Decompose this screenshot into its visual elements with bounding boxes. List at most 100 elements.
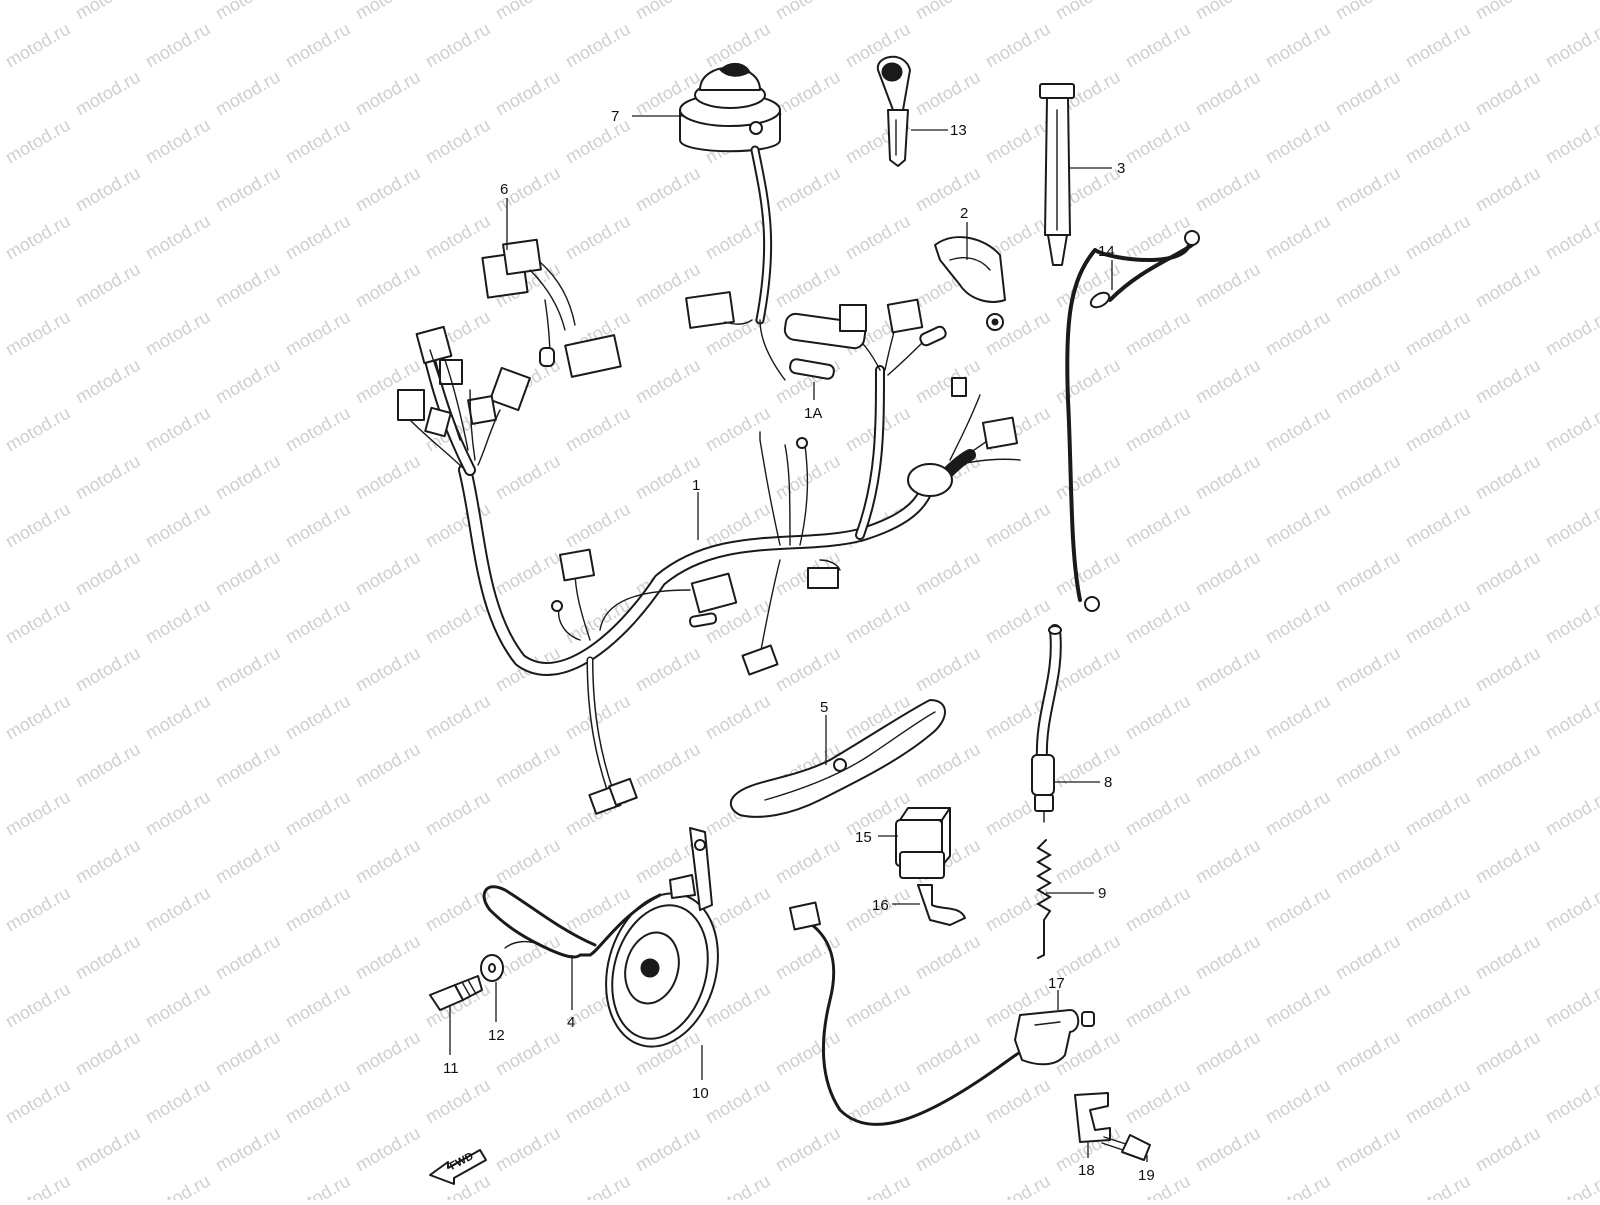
watermark-text: motod.ru [562, 1075, 634, 1128]
watermark-text: motod.ru [1402, 307, 1474, 360]
watermark-text: motod.ru [1192, 835, 1264, 888]
watermark-text: motod.ru [912, 0, 984, 23]
watermark-text: motod.ru [2, 1171, 74, 1200]
watermark-text: motod.ru [1472, 1027, 1544, 1080]
watermark-text: motod.ru [1472, 547, 1544, 600]
watermark-text: motod.ru [1262, 115, 1334, 168]
watermark-text: motod.ru [2, 403, 74, 456]
watermark-text: motod.ru [0, 259, 4, 312]
watermark-text: motod.ru [1332, 67, 1404, 120]
watermark-text: motod.ru [0, 1027, 4, 1080]
watermark-text: motod.ru [352, 163, 424, 216]
watermark-text: motod.ru [1472, 835, 1544, 888]
watermark-text: motod.ru [72, 67, 144, 120]
watermark-text: motod.ru [912, 1027, 984, 1080]
watermark-text: motod.ru [352, 1027, 424, 1080]
watermark-text: motod.ru [1402, 691, 1474, 744]
callout-19: 19 [1138, 1167, 1155, 1184]
watermark-text: motod.ru [352, 259, 424, 312]
watermark-text: motod.ru [1262, 1075, 1334, 1128]
watermark-text: motod.ru [1192, 1027, 1264, 1080]
watermark-text: motod.ru [212, 0, 284, 23]
watermark-text: motod.ru [632, 163, 704, 216]
watermark-text: motod.ru [282, 499, 354, 552]
callout-8: 8 [1104, 774, 1112, 791]
watermark-text: motod.ru [702, 1171, 774, 1200]
watermark-text: motod.ru [1402, 1171, 1474, 1200]
watermark-text: motod.ru [912, 67, 984, 120]
watermark-text: motod.ru [212, 451, 284, 504]
watermark-text: motod.ru [0, 547, 4, 600]
watermark-text: motod.ru [1542, 499, 1600, 552]
watermark-text: motod.ru [422, 19, 494, 72]
watermark-text: motod.ru [1542, 19, 1600, 72]
watermark-text: motod.ru [1052, 0, 1124, 23]
watermark-text: motod.ru [282, 883, 354, 936]
callout-4: 4 [567, 1014, 575, 1031]
watermark-text: motod.ru [1402, 595, 1474, 648]
fuse-part [789, 358, 835, 380]
callout-14: 14 [1098, 243, 1115, 260]
watermark-text: motod.ru [282, 403, 354, 456]
switch-with-lead [788, 901, 1151, 1161]
lead-wire [482, 885, 662, 959]
callout-3: 3 [1117, 160, 1125, 177]
callout-1a: 1A [804, 405, 822, 422]
watermark-text: motod.ru [72, 931, 144, 984]
watermark-text: motod.ru [212, 1027, 284, 1080]
watermark-text: motod.ru [1332, 0, 1404, 23]
watermark-text: motod.ru [142, 211, 214, 264]
watermark-text: motod.ru [1402, 979, 1474, 1032]
watermark-text: motod.ru [2, 787, 74, 840]
watermark-text: motod.ru [72, 451, 144, 504]
watermark-text: motod.ru [2, 499, 74, 552]
watermark-text: motod.ru [1402, 1075, 1474, 1128]
watermark-text: motod.ru [702, 403, 774, 456]
watermark-text: motod.ru [1542, 115, 1600, 168]
watermark-text: motod.ru [142, 691, 214, 744]
watermark-text: motod.ru [1262, 595, 1334, 648]
watermark-text: motod.ru [212, 355, 284, 408]
watermark-text: motod.ru [1332, 931, 1404, 984]
watermark-text: motod.ru [1472, 451, 1544, 504]
watermark-text: motod.ru [422, 595, 494, 648]
watermark-text: motod.ru [212, 931, 284, 984]
watermark-text: motod.ru [1542, 979, 1600, 1032]
watermark-text: motod.ru [1262, 691, 1334, 744]
watermark-text: motod.ru [72, 163, 144, 216]
watermark-text: motod.ru [142, 1075, 214, 1128]
clip [934, 236, 1006, 331]
callout-15: 15 [855, 829, 872, 846]
watermark-text: motod.ru [562, 403, 634, 456]
watermark-text: motod.ru [982, 19, 1054, 72]
ignition-switch [679, 63, 786, 381]
watermark-text: motod.ru [422, 1075, 494, 1128]
callout-labels: 7 6 13 3 2 14 1A 1 5 8 15 16 9 17 18 19 … [443, 108, 1155, 1184]
watermark-text: motod.ru [1052, 835, 1124, 888]
watermark-text: motod.ru [142, 883, 214, 936]
watermark-text: motod.ru [1332, 451, 1404, 504]
watermark-text: motod.ru [0, 451, 4, 504]
watermark-text: motod.ru [1122, 787, 1194, 840]
watermark-text: motod.ru [212, 67, 284, 120]
callout-13: 13 [950, 122, 967, 139]
watermark-text: motod.ru [1262, 19, 1334, 72]
watermark-text: motod.ru [1262, 979, 1334, 1032]
watermark-text: motod.ru [842, 1171, 914, 1200]
watermark-text: motod.ru [632, 643, 704, 696]
watermark-text: motod.ru [2, 307, 74, 360]
watermark-text: motod.ru [1052, 643, 1124, 696]
watermark-text: motod.ru [1332, 1027, 1404, 1080]
watermark-text: motod.ru [282, 691, 354, 744]
watermark-text: motod.ru [1332, 355, 1404, 408]
watermark-text: motod.ru [282, 979, 354, 1032]
watermark-text: motod.ru [72, 355, 144, 408]
watermark-text: motod.ru [1332, 835, 1404, 888]
watermark-text: motod.ru [1472, 0, 1544, 23]
watermark-text: motod.ru [282, 1171, 354, 1200]
relay-and-bracket [895, 807, 966, 926]
watermark-text: motod.ru [772, 835, 844, 888]
callout-17: 17 [1048, 975, 1065, 992]
watermark-text: motod.ru [2, 211, 74, 264]
